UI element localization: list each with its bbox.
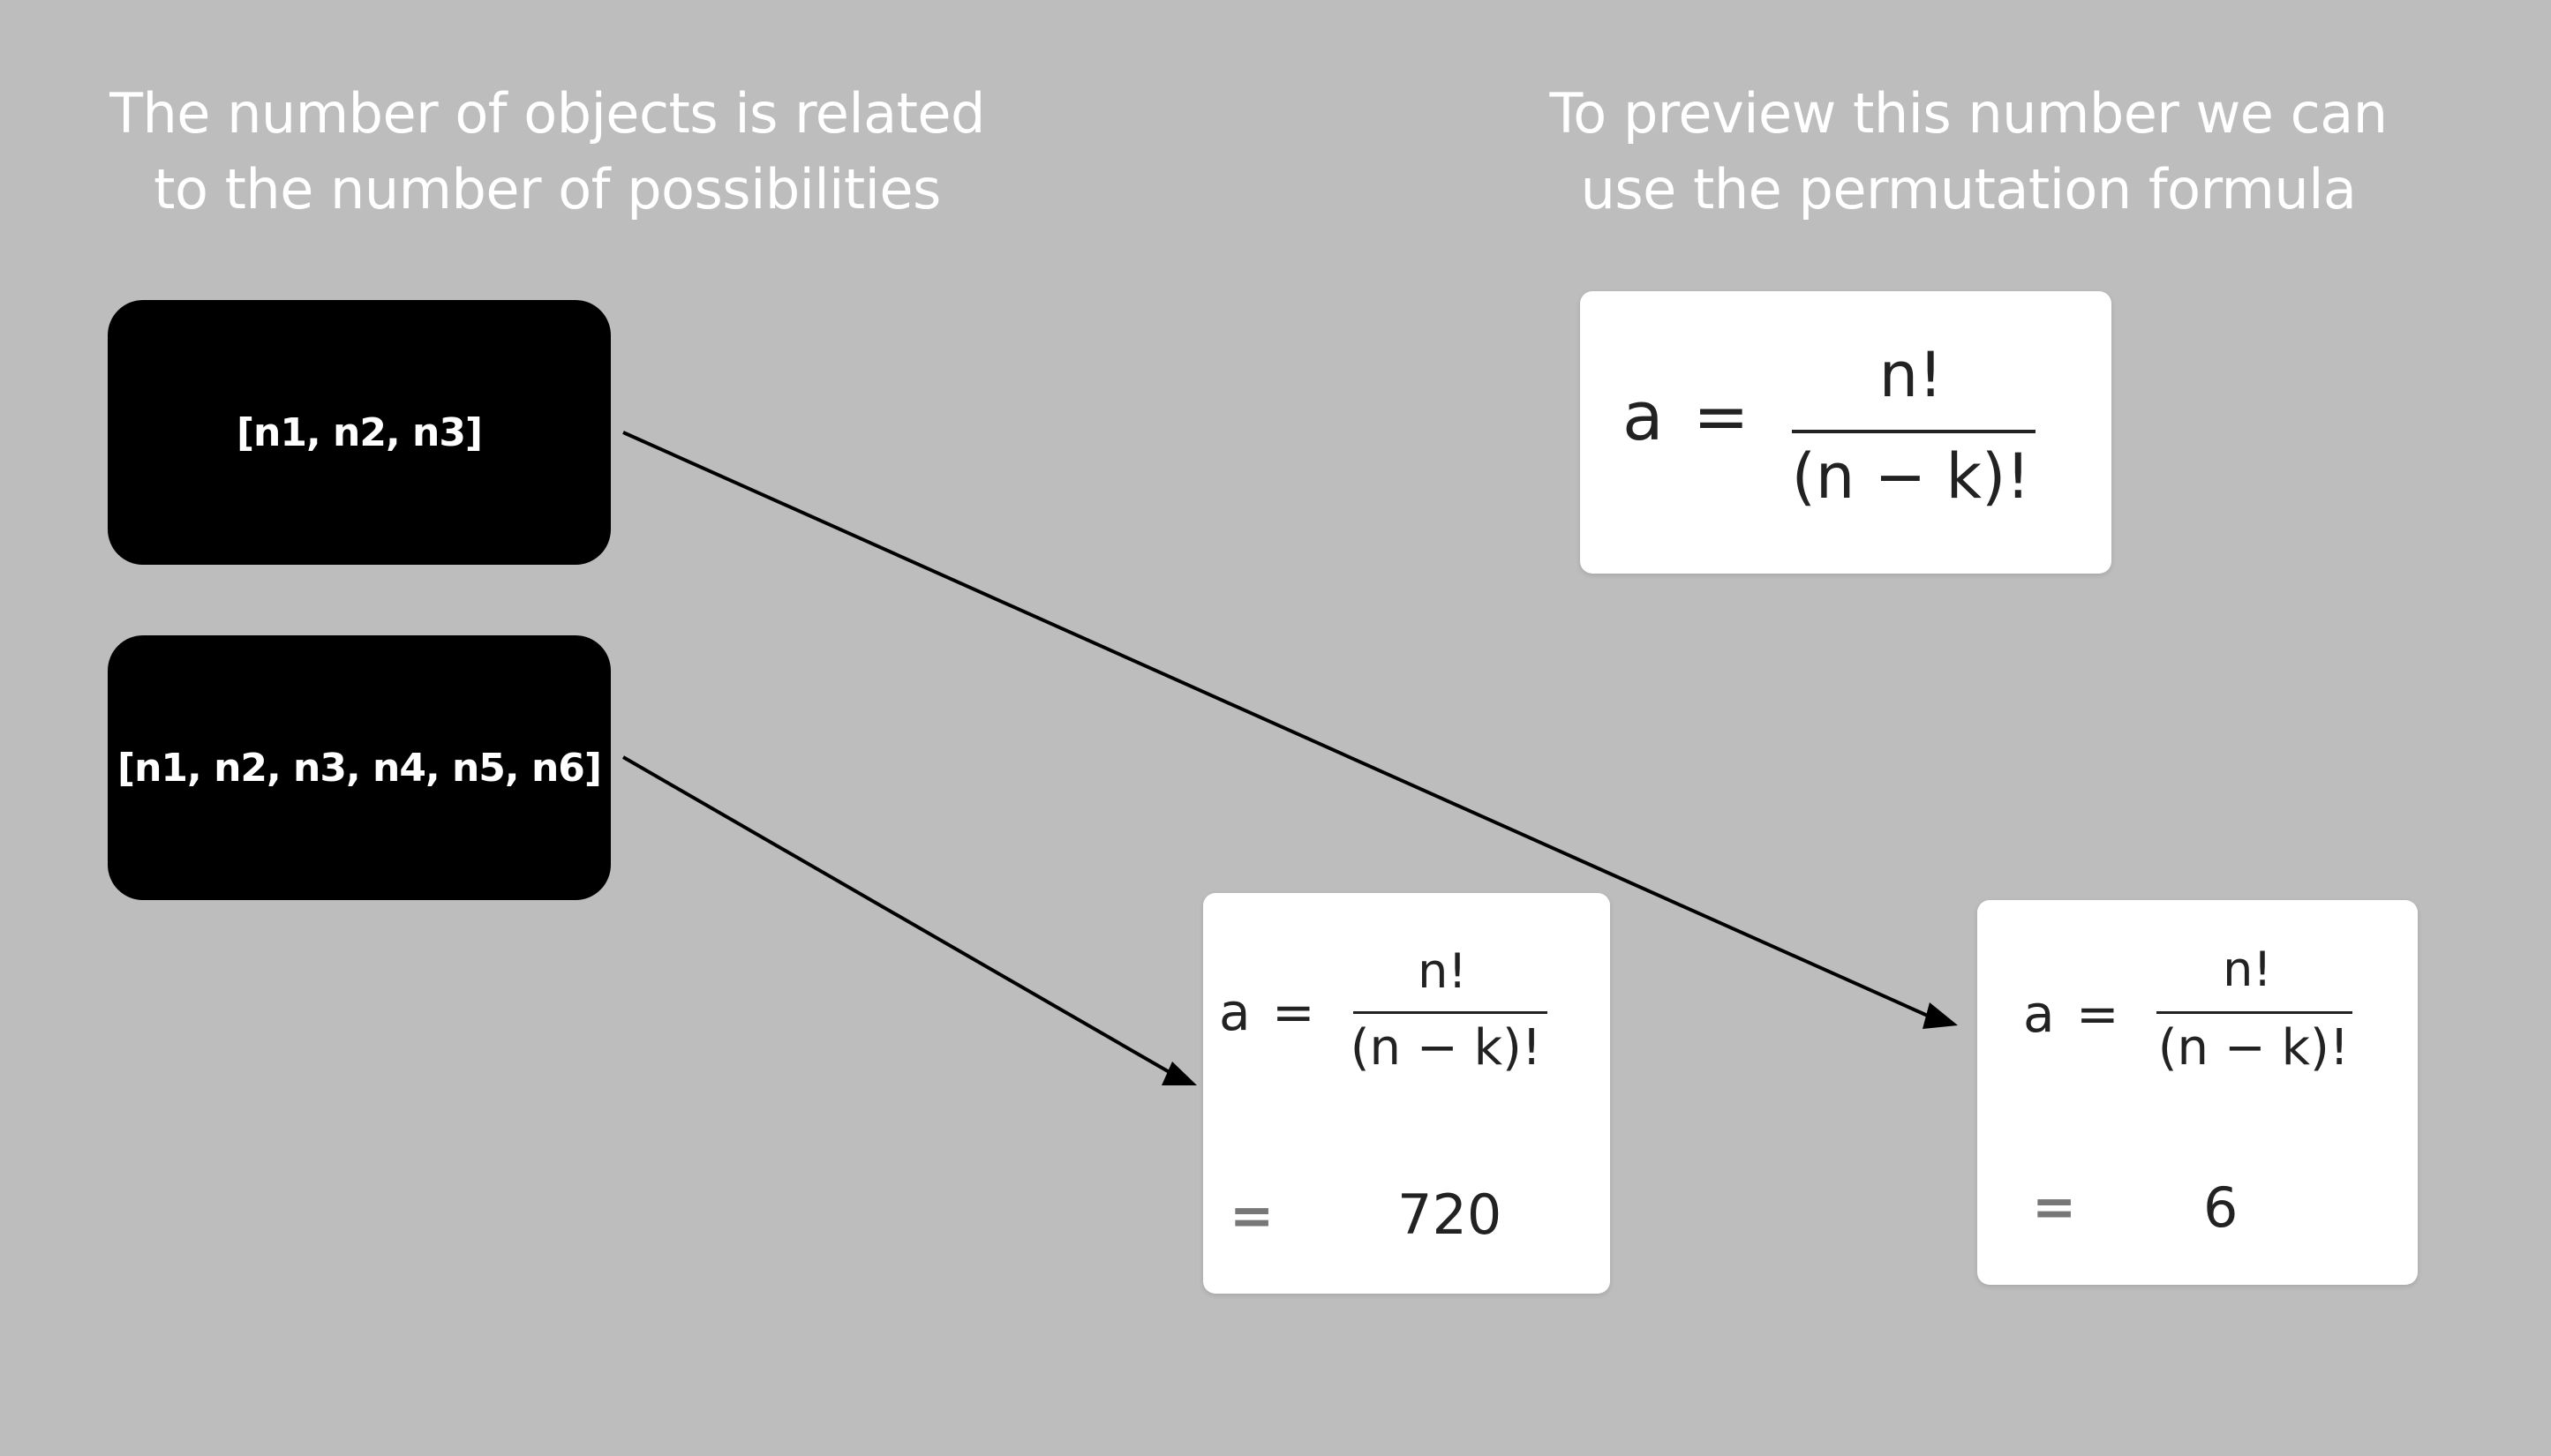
formula-fraction-bar	[1792, 430, 2036, 433]
heading-right-line-1: To preview this number we can	[1549, 81, 2388, 146]
result-6-equals-formula: =	[2076, 984, 2119, 1044]
list-six-label: [n1, n2, n3, n4, n5, n6]	[117, 745, 602, 791]
result-card-6: a = n! (n − k)! = 6	[1977, 900, 2418, 1285]
formula-denominator: (n − k)!	[1791, 440, 2031, 513]
result-720-value: 720	[1397, 1182, 1502, 1247]
arrowhead-to-6	[1923, 1002, 1958, 1029]
list-three-label: [n1, n2, n3]	[236, 409, 483, 455]
result-card-720: a = n! (n − k)! = 720	[1203, 893, 1610, 1294]
formula-numerator: n!	[1878, 339, 1944, 411]
result-720-numerator: n!	[1418, 943, 1467, 999]
heading-left-line-2: to the number of possibilities	[154, 157, 941, 221]
result-6-value: 6	[2203, 1175, 2239, 1240]
heading-objects-possibilities: The number of objects is related to the …	[88, 76, 1006, 228]
result-720-lhs: a	[1219, 982, 1251, 1042]
result-720-denominator: (n − k)!	[1350, 1019, 1542, 1077]
heading-left-line-1: The number of objects is related	[109, 81, 985, 146]
list-box-three-objects: [n1, n2, n3]	[108, 300, 611, 565]
arrow-six-objects-to-720	[622, 755, 1197, 1085]
formula-equals: =	[1693, 377, 1750, 455]
result-720-fraction-bar	[1353, 1011, 1547, 1014]
arrow-three-objects-to-6	[622, 431, 1958, 1029]
formula-lhs: a	[1622, 377, 1664, 455]
result-6-equals-sign: =	[2032, 1176, 2077, 1238]
formula-card: a = n! (n − k)!	[1580, 291, 2111, 574]
heading-right-line-2: use the permutation formula	[1580, 157, 2357, 221]
result-6-denominator: (n − k)!	[2157, 1019, 2350, 1077]
result-6-fraction-bar	[2156, 1011, 2352, 1014]
result-720-equals-formula: =	[1272, 982, 1315, 1042]
result-6-numerator: n!	[2223, 942, 2272, 997]
result-720-equals-sign: =	[1230, 1185, 1275, 1247]
result-6-lhs: a	[2023, 984, 2055, 1044]
arrowhead-to-720	[1162, 1062, 1197, 1085]
heading-permutation-formula: To preview this number we can use the pe…	[1501, 76, 2436, 228]
list-box-six-objects: [n1, n2, n3, n4, n5, n6]	[108, 635, 611, 900]
